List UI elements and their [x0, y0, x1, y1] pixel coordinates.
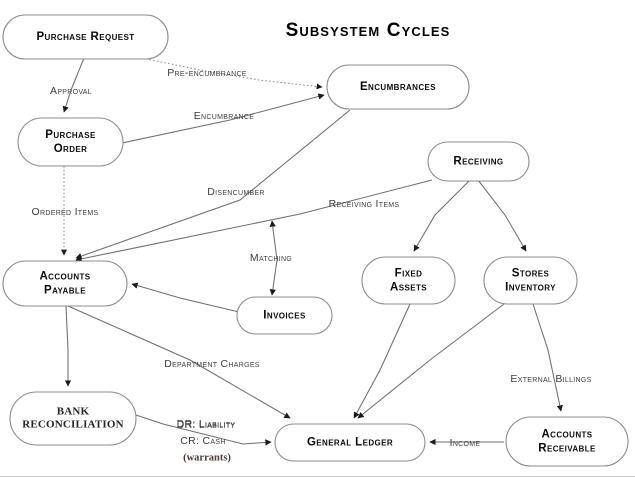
note-dr-liability: DR: Liability: [177, 419, 236, 431]
edge-label-invoices-matching: Matching: [250, 252, 292, 264]
node-label-purchase-order: Purchase: [45, 129, 96, 141]
node-label-stores-inventory: Inventory: [505, 282, 556, 294]
edge-label-pr-to-encumbrances: Pre-encumbrance: [167, 67, 247, 79]
node-label-stores-inventory: Stores: [512, 268, 550, 280]
edge-si-to-ar: [532, 303, 563, 412]
node-label-accounts-receivable: Receivable: [538, 443, 596, 455]
diagram-title: Subsystem Cycles: [286, 20, 451, 41]
edge-label-bank-to-gl: DR: Liability: [177, 418, 236, 430]
edge-layer: [61, 57, 563, 446]
node-shape-general-ledger: [274, 423, 426, 462]
node-label-general-ledger: General Ledger: [307, 437, 393, 449]
node-label-purchase-order: Order: [54, 143, 88, 155]
node-receiving[interactable]: Receiving: [427, 141, 530, 182]
edge-label-layer: Pre-encumbranceApprovalEncumbranceOrdere…: [32, 67, 592, 449]
edge-receiving-to-fa: [413, 179, 471, 252]
node-shape-purchase-order: [17, 117, 124, 167]
node-shape-invoices: [236, 296, 333, 335]
edge-label-pr-to-po: Approval: [50, 85, 92, 97]
node-invoices[interactable]: Invoices: [236, 296, 333, 335]
node-general-ledger[interactable]: General Ledger: [274, 423, 426, 462]
node-encumbrances[interactable]: Encumbrances: [326, 64, 470, 110]
node-shape-accounts-receivable: [505, 416, 629, 467]
node-label-bank-reconciliation: BANK: [57, 406, 90, 418]
node-label-receiving: Receiving: [453, 156, 503, 168]
node-label-invoices: Invoices: [263, 310, 306, 322]
node-shape-receiving: [427, 141, 530, 182]
edge-invoices-matching: [269, 220, 278, 296]
edge-ap-to-gl: [67, 305, 291, 419]
note-cr-cash: CR: Cash: [180, 435, 225, 447]
node-label-accounts-payable: Accounts: [39, 271, 90, 283]
node-shape-purchase-request: [2, 14, 169, 60]
edge-label-receiving-to-ap: Receiving Items: [329, 198, 400, 210]
edge-si-to-gl: [357, 303, 505, 419]
edge-bank-to-gl: [135, 414, 272, 446]
edge-label-encumbrances-to-ap: Disencumber: [207, 186, 265, 198]
edge-label-ap-to-gl: Department Charges: [164, 358, 260, 370]
node-shape-accounts-payable: [2, 260, 128, 307]
edge-pr-to-po: [62, 57, 85, 113]
edge-fa-to-gl: [353, 303, 411, 419]
node-shape-bank-reconciliation: [9, 391, 137, 446]
node-label-accounts-receivable: Accounts: [541, 429, 592, 441]
node-label-purchase-request: Purchase Request: [36, 31, 134, 43]
note-warrants: (warrants): [183, 452, 231, 463]
node-purchase-request[interactable]: Purchase Request: [2, 14, 169, 60]
edge-encumbrances-to-ap: [75, 109, 351, 260]
node-label-accounts-payable: Payable: [44, 285, 86, 297]
edge-receiving-to-ap: [75, 179, 433, 262]
edge-label-po-to-encumbrances: Encumbrance: [194, 110, 255, 122]
node-label-encumbrances: Encumbrances: [360, 81, 436, 93]
edge-ap-to-bank: [64, 305, 72, 387]
node-label-fixed-assets: Assets: [390, 282, 427, 294]
edge-label-po-to-ap: Ordered Items: [32, 206, 99, 218]
node-shape-stores-inventory: [483, 256, 578, 305]
node-label-fixed-assets: Fixed: [395, 268, 423, 280]
edge-po-to-encumbrances: [121, 93, 325, 144]
node-shape-encumbrances: [326, 64, 470, 110]
node-label-bank-reconciliation: RECONCILIATION: [22, 419, 124, 431]
edge-label-si-to-ar: External Billings: [510, 373, 591, 385]
edge-receiving-to-si: [477, 179, 527, 252]
edge-invoices-to-ap: [131, 282, 240, 313]
node-shape-fixed-assets: [361, 256, 456, 305]
edge-label-ar-to-gl: Income: [450, 437, 481, 449]
